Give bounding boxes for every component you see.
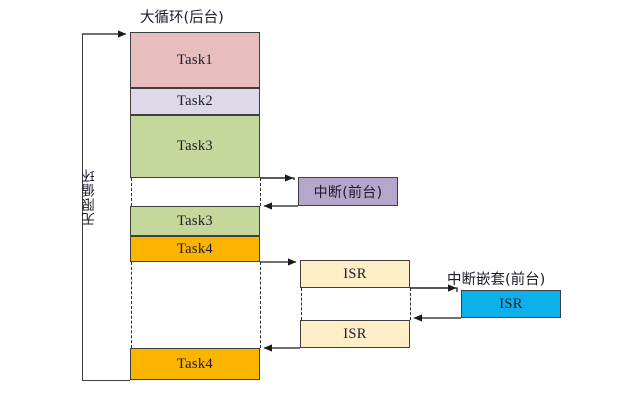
nested-isr-box: ISR — [461, 290, 561, 318]
task-box-task2: Task2 — [130, 88, 260, 115]
main-column-dash-left-gap1 — [130, 178, 132, 206]
task-box-task4-upper: Task4 — [130, 236, 260, 262]
main-column-dash-right-gap1 — [259, 178, 261, 206]
nested-interrupt-title: 中断嵌套(前台) — [447, 272, 546, 288]
isr-column-dash-left — [300, 288, 302, 320]
infinite-loop-spine — [82, 34, 83, 380]
isr-column-dash-right — [409, 288, 411, 320]
task-box-task1: Task1 — [130, 32, 260, 88]
main-column-dash-right-gap2 — [259, 262, 261, 348]
task-box-task3-lower: Task3 — [130, 206, 260, 236]
main-column-dash-left-gap2 — [130, 262, 132, 348]
isr-box-lower: ISR — [300, 320, 410, 348]
isr-box-upper: ISR — [300, 260, 410, 288]
infinite-loop-bottom-connector — [82, 380, 130, 381]
task-box-task3-upper: Task3 — [130, 115, 260, 178]
interrupt-foreground-box: 中断(前台) — [298, 177, 398, 206]
background-loop-title: 大循环(后台) — [140, 10, 224, 26]
task-box-task4-lower: Task4 — [130, 348, 260, 380]
